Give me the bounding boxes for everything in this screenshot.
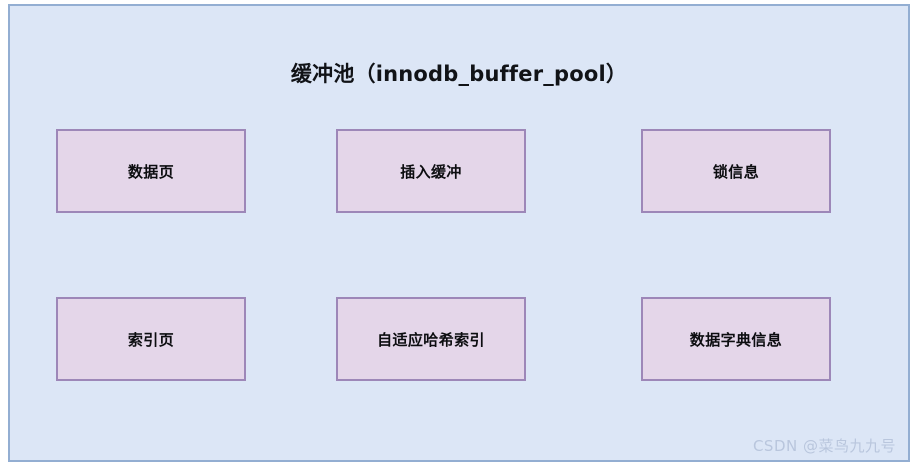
component-box-data-dictionary[interactable]: 数据字典信息 [641, 297, 831, 381]
component-box-lock-info[interactable]: 锁信息 [641, 129, 831, 213]
component-label: 插入缓冲 [400, 162, 462, 181]
component-label: 自适应哈希索引 [377, 330, 485, 349]
watermark: CSDN @菜鸟九九号 [752, 437, 896, 455]
component-label: 数据页 [127, 162, 175, 181]
component-label: 数据字典信息 [689, 330, 783, 349]
component-box-index-page[interactable]: 索引页 [56, 297, 246, 381]
buffer-pool-container: 缓冲池（innodb_buffer_pool） 数据页 插入缓冲 锁信息 索引页… [8, 4, 910, 462]
component-grid: 数据页 插入缓冲 锁信息 索引页 自适应哈希索引 数据字典信息 [10, 6, 908, 460]
page-title: 缓冲池（innodb_buffer_pool） [290, 62, 628, 86]
component-box-data-page[interactable]: 数据页 [56, 129, 246, 213]
component-box-adaptive-hash-index[interactable]: 自适应哈希索引 [336, 297, 526, 381]
component-box-insert-buffer[interactable]: 插入缓冲 [336, 129, 526, 213]
component-label: 索引页 [127, 330, 175, 349]
component-label: 锁信息 [712, 162, 760, 181]
